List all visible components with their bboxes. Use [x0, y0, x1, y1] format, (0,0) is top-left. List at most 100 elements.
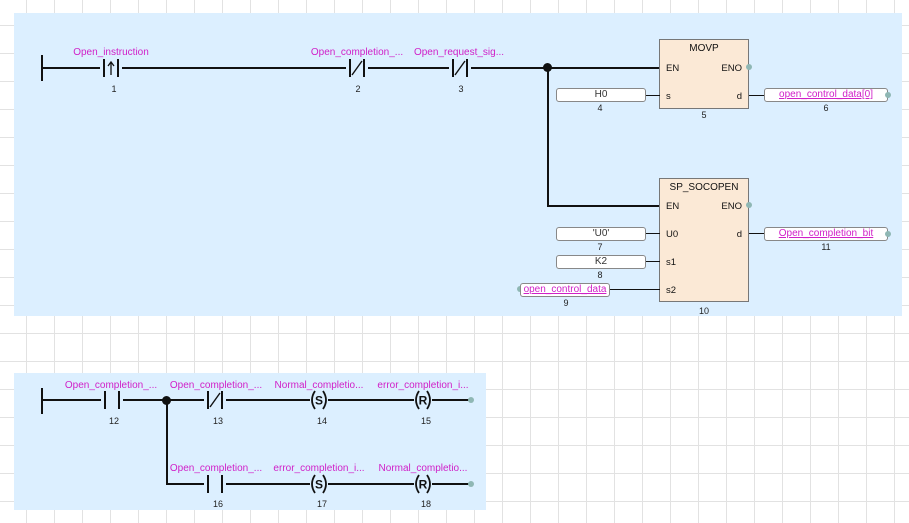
- rising-edge-contact-icon: [100, 59, 122, 77]
- operand-end-cap: [885, 231, 891, 237]
- element-number: 7: [597, 242, 603, 252]
- set-coil[interactable]: S: [308, 474, 330, 494]
- wire: [749, 233, 765, 234]
- element-number: 17: [316, 499, 327, 509]
- set-coil-icon: S: [310, 390, 328, 410]
- reset-coil[interactable]: R: [412, 390, 434, 410]
- wire: [42, 67, 548, 69]
- socopen-d-operand[interactable]: Open_completion_bit: [764, 227, 888, 241]
- element-number: 3: [458, 84, 464, 94]
- operand-end-cap: [885, 92, 891, 98]
- socopen-s2-operand[interactable]: open_control_data: [520, 283, 610, 297]
- coil-label: Normal_completio...: [274, 380, 364, 391]
- coil-label: error_completion_i...: [377, 380, 469, 391]
- wire: [547, 68, 549, 206]
- normally-closed-contact-icon: [346, 59, 368, 77]
- contact-label: Open_completion_...: [169, 463, 263, 474]
- operand-value: open_control_data[0]: [779, 89, 873, 100]
- pin-en: EN: [666, 201, 680, 212]
- operand-value: Open_completion_bit: [778, 228, 874, 239]
- contact-label: Open_completion_...: [64, 380, 158, 391]
- contact-label: Open_request_sig...: [413, 47, 505, 58]
- pin-d: d: [736, 91, 742, 102]
- rung-end-cap: [468, 481, 474, 487]
- normally-open-contact-icon: [101, 391, 123, 409]
- pin-s1: s1: [666, 257, 677, 268]
- element-number: 18: [420, 499, 431, 509]
- element-number: 10: [698, 306, 709, 316]
- element-number: 6: [823, 103, 829, 113]
- element-number: 15: [420, 416, 431, 426]
- pin-eno: ENO: [721, 63, 742, 74]
- element-number: 16: [212, 499, 223, 509]
- normally-closed-contact[interactable]: [204, 391, 226, 409]
- set-coil[interactable]: S: [308, 390, 330, 410]
- element-number: 5: [701, 110, 707, 120]
- wire: [166, 400, 168, 484]
- movp-d-operand[interactable]: open_control_data[0]: [764, 88, 888, 102]
- wire: [610, 289, 660, 290]
- operand-value: K2: [594, 256, 608, 267]
- pin-s: s: [666, 91, 671, 102]
- normally-open-contact-icon: [204, 475, 226, 493]
- element-number: 11: [821, 242, 831, 252]
- normally-closed-contact[interactable]: [449, 59, 471, 77]
- wire: [646, 261, 660, 262]
- contact-label: Open_completion_...: [169, 380, 263, 391]
- eno-output-cap[interactable]: [746, 202, 752, 208]
- rung-end-cap: [468, 397, 474, 403]
- element-number: 1: [111, 84, 117, 94]
- pin-eno: ENO: [721, 201, 742, 212]
- wire: [646, 95, 660, 96]
- operand-value: open_control_data: [523, 284, 607, 295]
- reset-coil-icon: R: [414, 474, 432, 494]
- wire: [749, 95, 765, 96]
- element-number: 12: [108, 416, 119, 426]
- element-number: 2: [355, 84, 361, 94]
- operand-value: 'U0': [592, 228, 610, 239]
- rising-edge-contact[interactable]: [100, 59, 122, 77]
- coil-glyph: R: [419, 394, 428, 408]
- coil-glyph: S: [315, 478, 323, 492]
- sp-socopen-function-block[interactable]: SP_SOCOPEN EN ENO U0 d s1 s2: [659, 178, 749, 302]
- element-number: 14: [316, 416, 327, 426]
- pin-s2: s2: [666, 285, 677, 296]
- element-number: 8: [597, 270, 603, 280]
- junction-dot: [162, 396, 171, 405]
- pin-u0: U0: [666, 229, 679, 240]
- coil-glyph: S: [315, 394, 323, 408]
- normally-closed-contact-icon: [204, 391, 226, 409]
- reset-coil[interactable]: R: [412, 474, 434, 494]
- junction-dot: [543, 63, 552, 72]
- block-title: MOVP: [689, 43, 719, 54]
- socopen-u0-operand[interactable]: 'U0': [556, 227, 646, 241]
- wire: [547, 205, 660, 207]
- element-number: 4: [597, 103, 603, 113]
- power-rail-rung-2: [41, 388, 43, 414]
- operand-value: H0: [594, 89, 608, 100]
- coil-label: error_completion_i...: [273, 463, 365, 474]
- pin-en: EN: [666, 63, 680, 74]
- block-title: SP_SOCOPEN: [669, 182, 739, 193]
- contact-label: Open_instruction: [73, 47, 149, 58]
- normally-open-contact[interactable]: [204, 475, 226, 493]
- element-number: 9: [563, 298, 569, 308]
- pin-d: d: [736, 229, 742, 240]
- wire: [646, 233, 660, 234]
- socopen-s1-operand[interactable]: K2: [556, 255, 646, 269]
- coil-label: Normal_completio...: [378, 463, 468, 474]
- normally-closed-contact-icon: [449, 59, 471, 77]
- movp-s-operand[interactable]: H0: [556, 88, 646, 102]
- reset-coil-icon: R: [414, 390, 432, 410]
- rung-2-area[interactable]: [14, 373, 486, 510]
- rung-1-area[interactable]: [14, 13, 902, 316]
- contact-label: Open_completion_...: [310, 47, 404, 58]
- coil-glyph: R: [419, 478, 428, 492]
- wire: [42, 399, 470, 401]
- normally-open-contact[interactable]: [101, 391, 123, 409]
- eno-output-cap[interactable]: [746, 64, 752, 70]
- set-coil-icon: S: [310, 474, 328, 494]
- normally-closed-contact[interactable]: [346, 59, 368, 77]
- wire: [548, 67, 660, 69]
- movp-function-block[interactable]: MOVP EN ENO s d: [659, 39, 749, 109]
